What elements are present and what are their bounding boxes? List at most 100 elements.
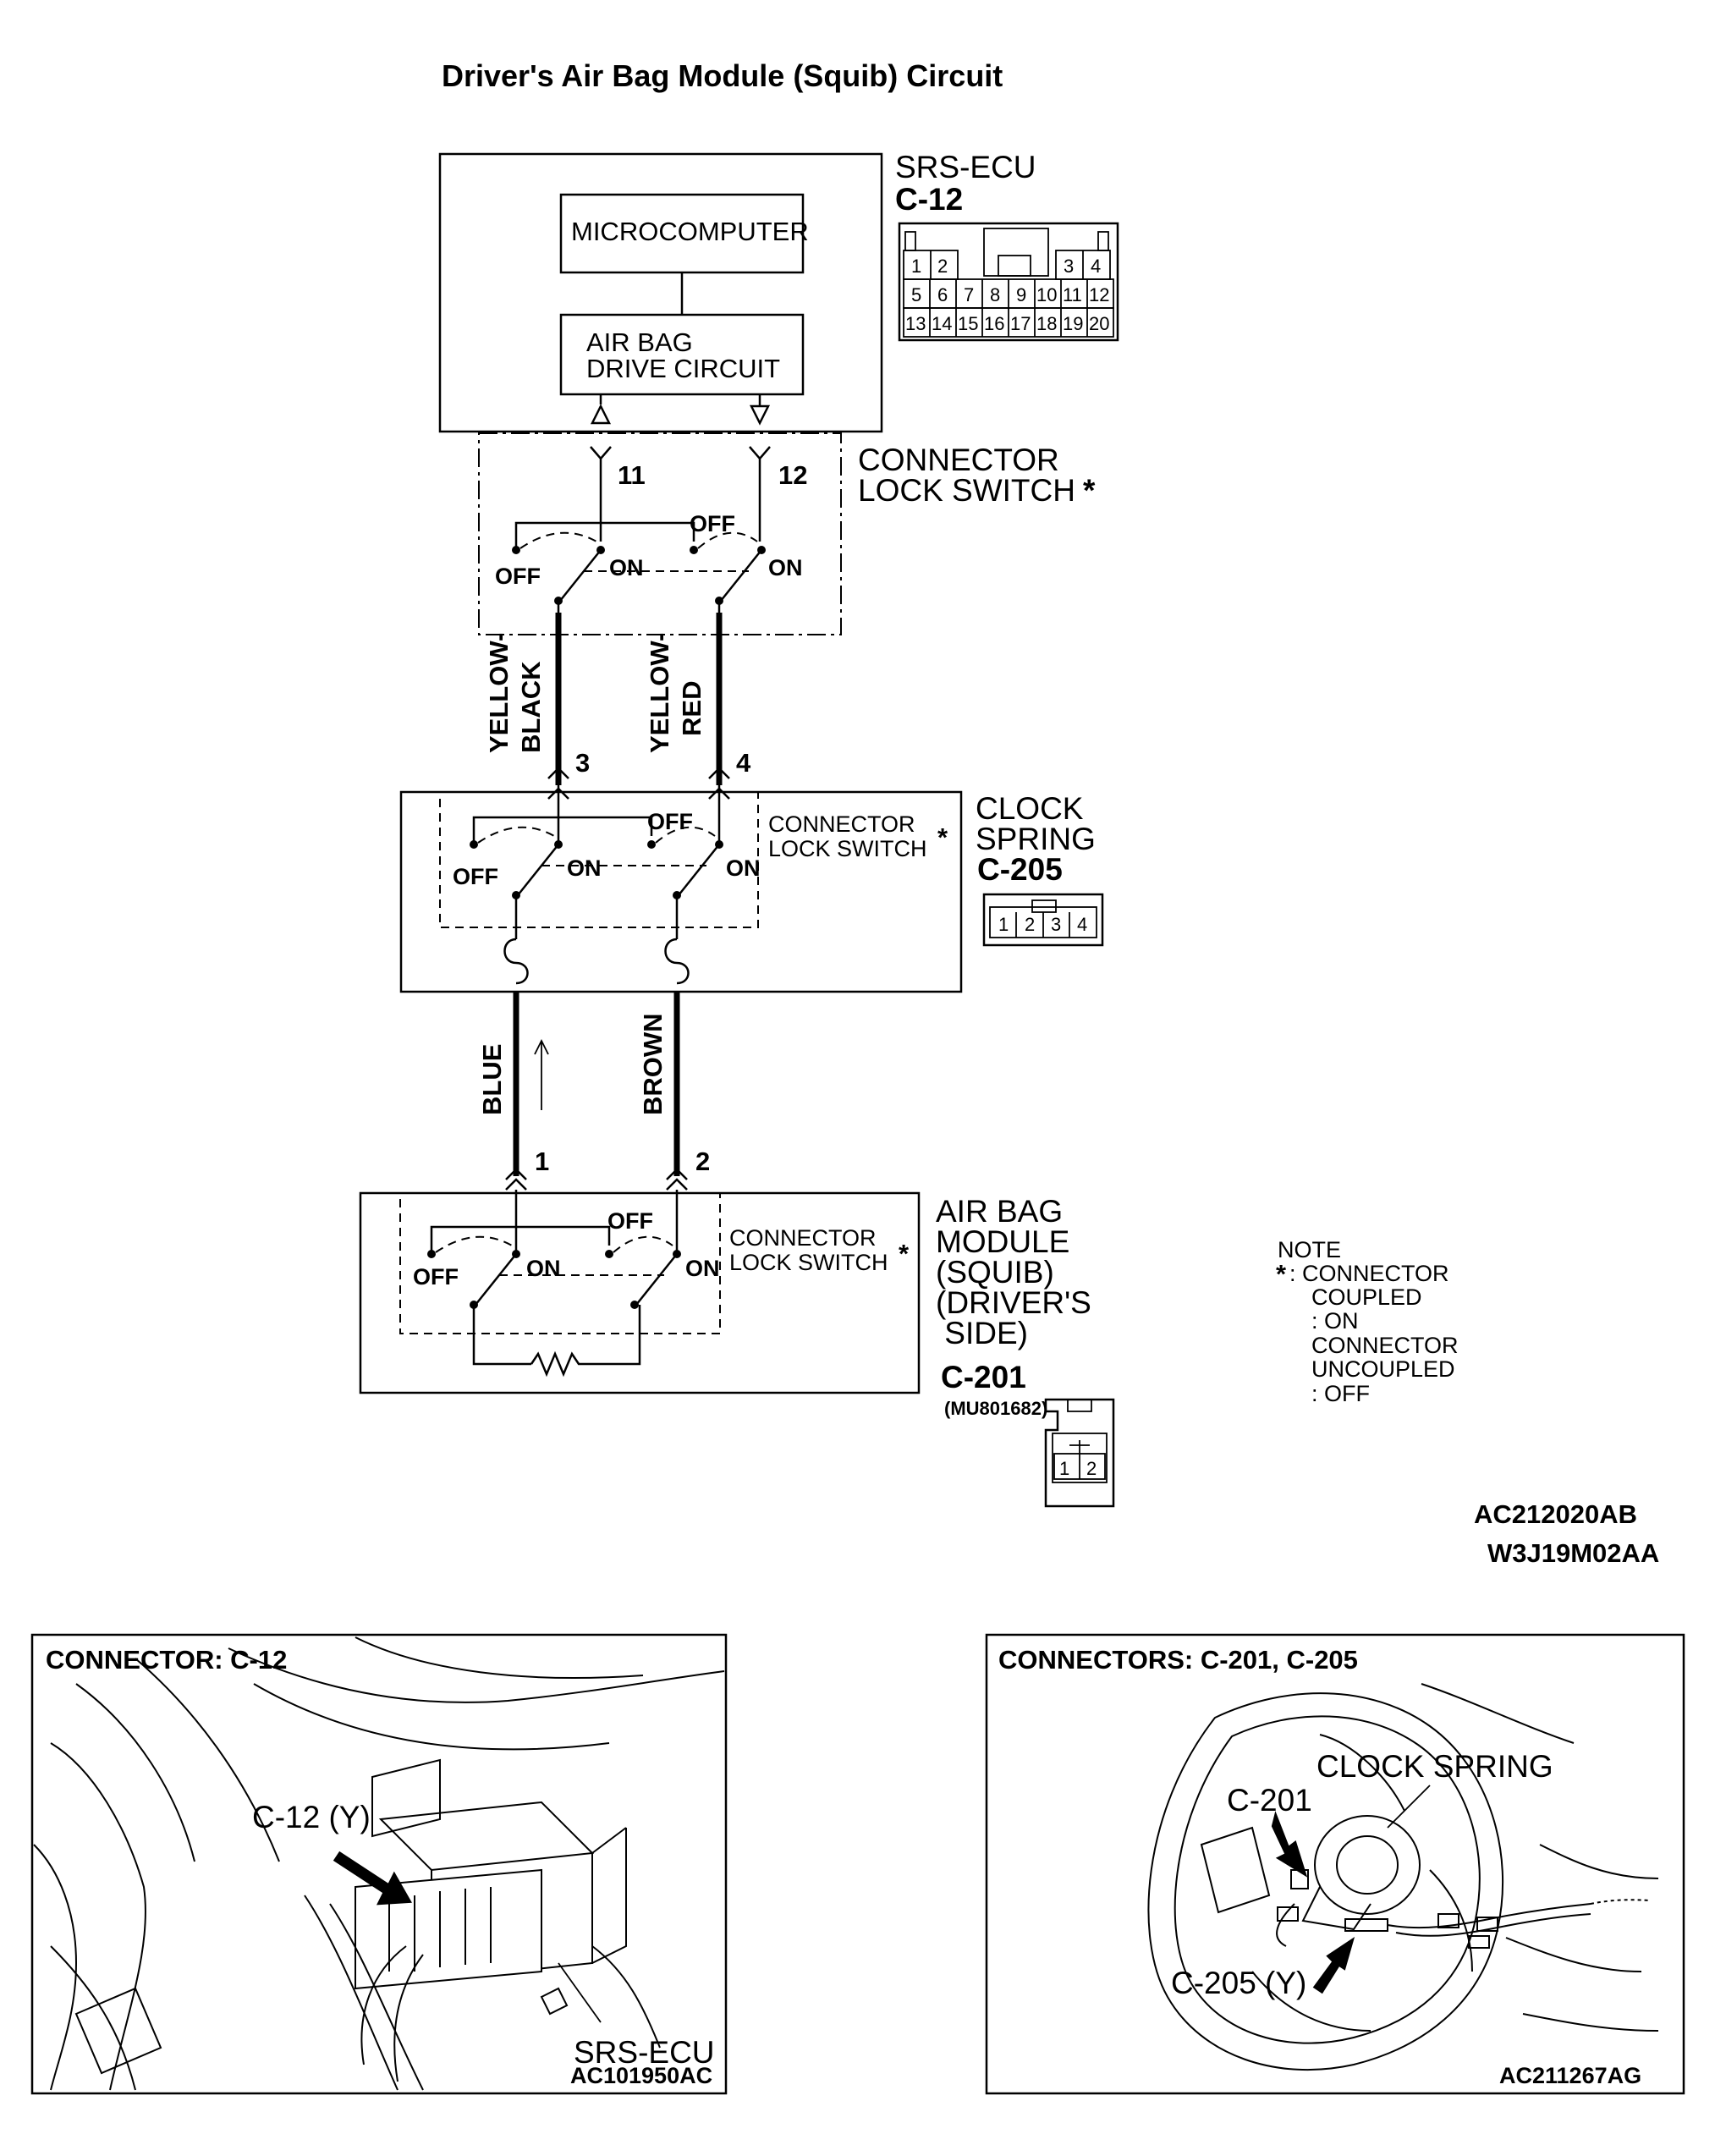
panel-c12-callout-unit: SRS-ECU xyxy=(574,2035,715,2070)
steering-wheel-sketch xyxy=(1147,1683,1659,2071)
c12-pin-2: 2 xyxy=(937,256,948,277)
note-block: NOTE * : CONNECTOR COUPLED : ON CONNECTO… xyxy=(1276,1237,1459,1406)
c12-pin-10: 10 xyxy=(1036,284,1057,305)
c12-pin-14: 14 xyxy=(932,313,952,334)
drive-circuit-box xyxy=(559,313,805,396)
ecu-lock-switch-label-2: LOCK SWITCH xyxy=(858,473,1075,508)
c205-pin-1: 1 xyxy=(998,914,1009,935)
drive-circuit-label-1: AIR BAG xyxy=(586,327,693,357)
c201-callout-arrow xyxy=(1271,1811,1308,1878)
clock-spring-sketch xyxy=(1276,1815,1651,1949)
airbag-pin-1: 1 xyxy=(535,1147,549,1176)
wire-label-blue: BLUE xyxy=(477,1044,507,1115)
wire-label-yellow-black-1: YELLOW- xyxy=(484,633,514,753)
microcomputer-label: MICROCOMPUTER xyxy=(571,217,809,246)
panel-c12-callout-connector: C-12 (Y) xyxy=(252,1800,371,1834)
c12-connector-face: 1 2 3 4 5 6 7 8 9 10 11 12 13 14 15 16 1… xyxy=(898,222,1119,342)
c12-pin-3: 3 xyxy=(1064,256,1074,277)
clock-spring-name-2: SPRING xyxy=(976,822,1096,856)
panel-c12-heading: CONNECTOR: C-12 xyxy=(46,1645,287,1675)
drive-circuit-label-2: DRIVE CIRCUIT xyxy=(586,354,780,383)
panel-right-code: AC211267AG xyxy=(1499,2063,1641,2088)
c12-pin-7: 7 xyxy=(964,284,974,305)
note-asterisk: * xyxy=(1276,1259,1287,1289)
ab-switch-off-right: OFF xyxy=(607,1208,653,1234)
ecu-switch-on-left: ON xyxy=(609,555,644,580)
diagram-title: Driver's Air Bag Module (Squib) Circuit xyxy=(442,58,1003,93)
airbag-pin-2: 2 xyxy=(695,1147,710,1176)
note-line-1: : CONNECTOR xyxy=(1289,1261,1449,1286)
panel-callout-clock-spring: CLOCK SPRING xyxy=(1316,1749,1553,1784)
ab-lock-switch-label-2: LOCK SWITCH xyxy=(729,1250,888,1275)
ab-switch-on-right: ON xyxy=(685,1256,720,1281)
panel-c201-c205-location: CONNECTORS: C-201, C-205 xyxy=(985,1633,1685,2095)
clock-spring-pin-3: 3 xyxy=(575,748,590,778)
ecu-lock-switch-asterisk: * xyxy=(1083,473,1096,508)
note-line-4: CONNECTOR xyxy=(1311,1333,1459,1358)
wire-label-yellow-red-2: RED xyxy=(677,681,706,736)
c12-pin-17: 17 xyxy=(1010,313,1031,334)
panel-c201-c205-heading: CONNECTORS: C-201, C-205 xyxy=(998,1645,1358,1675)
cs-lock-switch-label-1: CONNECTOR xyxy=(768,811,915,837)
note-line-2: COUPLED xyxy=(1311,1284,1422,1310)
cs-switch-off-left: OFF xyxy=(453,864,498,889)
ecu-pin-11: 11 xyxy=(618,460,646,490)
c201-pin-2: 2 xyxy=(1086,1458,1097,1479)
current-direction-arrow xyxy=(534,1038,549,1110)
srs-ecu-block: MICROCOMPUTER AIR BAG DRIVE CIRCUIT xyxy=(438,152,883,433)
note-line-6: : OFF xyxy=(1311,1381,1370,1406)
clock-spring-name-1: CLOCK xyxy=(976,791,1084,826)
c12-pin-19: 19 xyxy=(1063,313,1083,334)
c12-pin-4: 4 xyxy=(1091,256,1101,277)
c12-pin-9: 9 xyxy=(1016,284,1026,305)
c205-connector-face: 1 2 3 4 xyxy=(982,893,1104,947)
ab-lock-switch-label-1: CONNECTOR xyxy=(729,1225,877,1251)
c205-pin-4: 4 xyxy=(1077,914,1087,935)
c12-pin-20: 20 xyxy=(1089,313,1109,334)
c205-pin-3: 3 xyxy=(1051,914,1061,935)
note-line-5: UNCOUPLED xyxy=(1311,1356,1455,1382)
diagram-code-1: AC212020AB xyxy=(1474,1499,1637,1529)
clock-spring-block xyxy=(399,767,963,993)
ab-switch-off-left: OFF xyxy=(413,1264,459,1290)
airbag-module-block xyxy=(359,1168,921,1394)
wire-label-yellow-red-1: YELLOW- xyxy=(645,633,674,753)
note-heading: NOTE xyxy=(1278,1237,1341,1262)
c12-pin-5: 5 xyxy=(911,284,921,305)
c12-pin-15: 15 xyxy=(958,313,978,334)
c201-connector-face: 1 2 xyxy=(1044,1398,1115,1508)
c12-callout-arrow xyxy=(333,1851,412,1906)
ab-lock-switch-asterisk: * xyxy=(899,1239,910,1268)
airbag-module-name-4: (DRIVER'S xyxy=(936,1285,1091,1320)
cs-switch-on-right: ON xyxy=(726,855,761,881)
airbag-module-name-3: (SQUIB) xyxy=(936,1255,1054,1290)
airbag-module-name-1: AIR BAG xyxy=(936,1194,1063,1229)
ecu-name: SRS-ECU xyxy=(895,150,1036,184)
panel-callout-c205: C-205 (Y) xyxy=(1171,1966,1306,2000)
ecu-switch-off-right: OFF xyxy=(690,511,735,536)
note-line-3: : ON xyxy=(1311,1308,1359,1334)
c12-pin-13: 13 xyxy=(905,313,926,334)
c12-pin-16: 16 xyxy=(984,313,1004,334)
c12-pin-8: 8 xyxy=(990,284,1000,305)
cs-switch-off-right: OFF xyxy=(647,809,693,834)
c12-pin-1: 1 xyxy=(911,256,921,277)
diagram-code-2: W3J19M02AA xyxy=(1487,1538,1659,1568)
squib-resistor xyxy=(530,1350,582,1378)
console-sketch xyxy=(33,1636,725,2091)
c12-pin-6: 6 xyxy=(937,284,948,305)
ecu-lock-switch xyxy=(478,432,842,635)
ecu-switch-on-right: ON xyxy=(768,555,803,580)
ecu-pin-12: 12 xyxy=(778,460,807,490)
cs-switch-on-left: ON xyxy=(567,855,602,881)
c205-pin-2: 2 xyxy=(1025,914,1035,935)
cs-lock-switch-asterisk: * xyxy=(937,822,948,852)
c201-pin-1: 1 xyxy=(1059,1458,1069,1479)
ecu-lock-switch-label-1: CONNECTOR xyxy=(858,443,1059,477)
c12-pin-11: 11 xyxy=(1063,284,1082,305)
cs-lock-switch-label-2: LOCK SWITCH xyxy=(768,836,927,861)
c205-callout-arrow xyxy=(1312,1936,1355,1994)
wire-label-brown: BROWN xyxy=(638,1013,668,1115)
ab-switch-on-left: ON xyxy=(526,1256,561,1281)
